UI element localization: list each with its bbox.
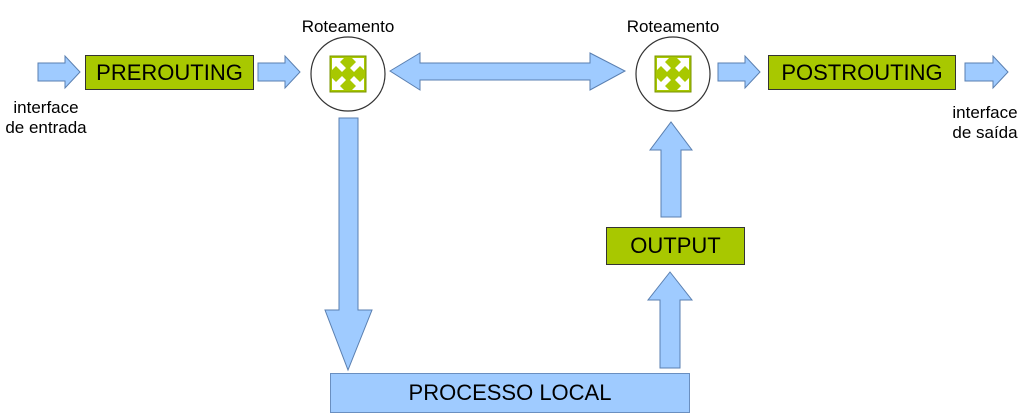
input-interface-line2: de entrada xyxy=(5,118,87,137)
output-arrow xyxy=(964,54,1009,90)
output-interface-line1: interface xyxy=(952,103,1018,122)
routing-left-caption: Roteamento xyxy=(301,17,395,36)
routing-to-local-process-arrow xyxy=(324,117,373,372)
prerouting-to-routing-arrow xyxy=(257,54,301,90)
local-process-to-output-arrow xyxy=(646,271,694,369)
output-to-routing-arrow xyxy=(649,121,693,218)
postrouting-label: POSTROUTING xyxy=(781,59,943,85)
prerouting-label: PREROUTING xyxy=(96,59,243,85)
input-arrow xyxy=(37,54,81,90)
routing-to-postrouting-arrow xyxy=(717,54,761,90)
routing-node-right xyxy=(635,36,711,112)
output-interface-caption: interface de saída xyxy=(945,103,1025,143)
output-interface-line2: de saída xyxy=(952,123,1018,142)
output-chain: OUTPUT xyxy=(606,227,745,265)
postrouting-chain: POSTROUTING xyxy=(768,55,956,90)
output-label: OUTPUT xyxy=(630,233,721,258)
routing-node-left xyxy=(310,36,386,112)
input-interface-line1: interface xyxy=(13,98,79,117)
local-process-label: PROCESSO LOCAL xyxy=(408,380,612,405)
local-process-box: PROCESSO LOCAL xyxy=(330,373,690,413)
routing-icon xyxy=(329,55,367,93)
input-interface-caption: interface de entrada xyxy=(0,98,92,138)
routing-right-caption: Roteamento xyxy=(626,17,720,36)
routing-icon xyxy=(654,55,692,93)
prerouting-chain: PREROUTING xyxy=(85,55,254,90)
bidirectional-routing-arrow xyxy=(389,52,627,91)
